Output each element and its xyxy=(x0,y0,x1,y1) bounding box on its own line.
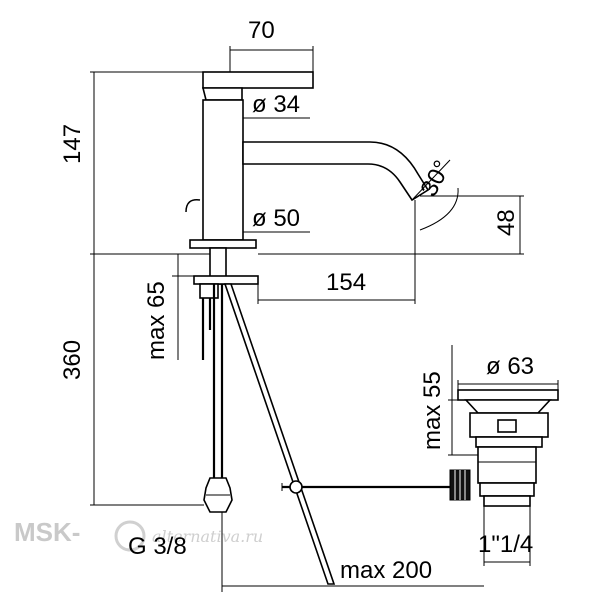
dimension-lines xyxy=(90,46,559,592)
faucet-body xyxy=(185,71,430,249)
label-outlet-height: 48 xyxy=(493,209,520,236)
fixing-plate xyxy=(193,275,259,285)
label-body-height: 147 xyxy=(59,124,86,164)
spout xyxy=(242,141,430,202)
drain-lower-body xyxy=(477,446,537,484)
label-waste-height: max 55 xyxy=(419,371,446,450)
watermark-script: alternativa.ru xyxy=(152,527,263,546)
label-inlet-thread: G 3/8 xyxy=(128,533,187,560)
drain-collar xyxy=(475,436,543,448)
label-handle-diameter: ø 34 xyxy=(252,91,300,118)
link-clamp xyxy=(289,480,303,494)
label-hose-length: 360 xyxy=(59,340,86,380)
label-waste-diameter: ø 63 xyxy=(486,353,534,380)
handle-lever xyxy=(201,87,243,101)
handle-cap xyxy=(202,71,314,89)
drain-tail xyxy=(483,495,531,507)
drain-flange xyxy=(457,389,559,401)
base-plate xyxy=(189,239,257,249)
waste-drain xyxy=(449,389,559,507)
label-rod-length: max 200 xyxy=(340,557,432,584)
watermark-logo-icon xyxy=(114,520,146,552)
dim-30-arc xyxy=(419,187,459,231)
label-top-width: 70 xyxy=(248,17,275,44)
drain-cone xyxy=(464,399,552,414)
watermark-brand: MSK- xyxy=(14,517,80,547)
drain-window xyxy=(497,419,517,433)
drain-nut xyxy=(479,482,535,497)
label-deck-thickness: max 65 xyxy=(143,281,170,360)
label-spout-reach: 154 xyxy=(326,269,366,296)
dim-30-ray xyxy=(411,159,451,201)
watermark: MSK- alternativa.ru xyxy=(14,517,263,552)
under-sink-assembly xyxy=(193,247,456,585)
pop-up-rod xyxy=(185,199,201,213)
label-body-diameter: ø 50 xyxy=(252,205,300,232)
fixing-nut xyxy=(199,283,219,299)
body-cylinder xyxy=(202,99,244,241)
label-waste-thread: 1"1/4 xyxy=(478,531,533,558)
